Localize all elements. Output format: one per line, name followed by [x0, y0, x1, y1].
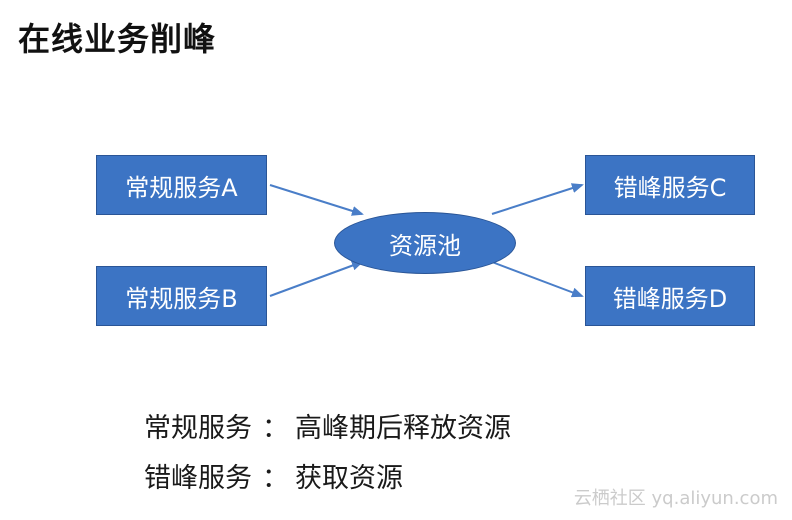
legend-term: 错峰服务 [144, 463, 252, 494]
page-title: 在线业务削峰 [18, 20, 217, 58]
service-box-a: 常规服务A [96, 155, 267, 215]
legend-separator: ： [262, 463, 289, 494]
legend-line-offpeak: 错峰服务 ： 获取资源 [144, 456, 403, 495]
service-box-d: 错峰服务D [585, 266, 755, 326]
legend-desc: 获取资源 [295, 463, 403, 494]
arrow-pool-to-d [491, 261, 584, 298]
resource-pool: 资源池 [334, 212, 516, 274]
service-box-b: 常规服务B [96, 266, 267, 326]
legend-desc: 高峰期后释放资源 [295, 413, 511, 444]
service-box-c: 错峰服务C [585, 155, 755, 215]
legend-separator: ： [262, 413, 289, 444]
watermark: 云栖社区 yq.aliyun.com [573, 488, 778, 509]
legend-term: 常规服务 [144, 413, 252, 444]
arrow-b-to-pool [269, 260, 364, 297]
legend-line-regular: 常规服务 ： 高峰期后释放资源 [144, 406, 511, 445]
arrow-pool-to-c [491, 183, 584, 215]
arrow-a-to-pool [269, 184, 364, 216]
